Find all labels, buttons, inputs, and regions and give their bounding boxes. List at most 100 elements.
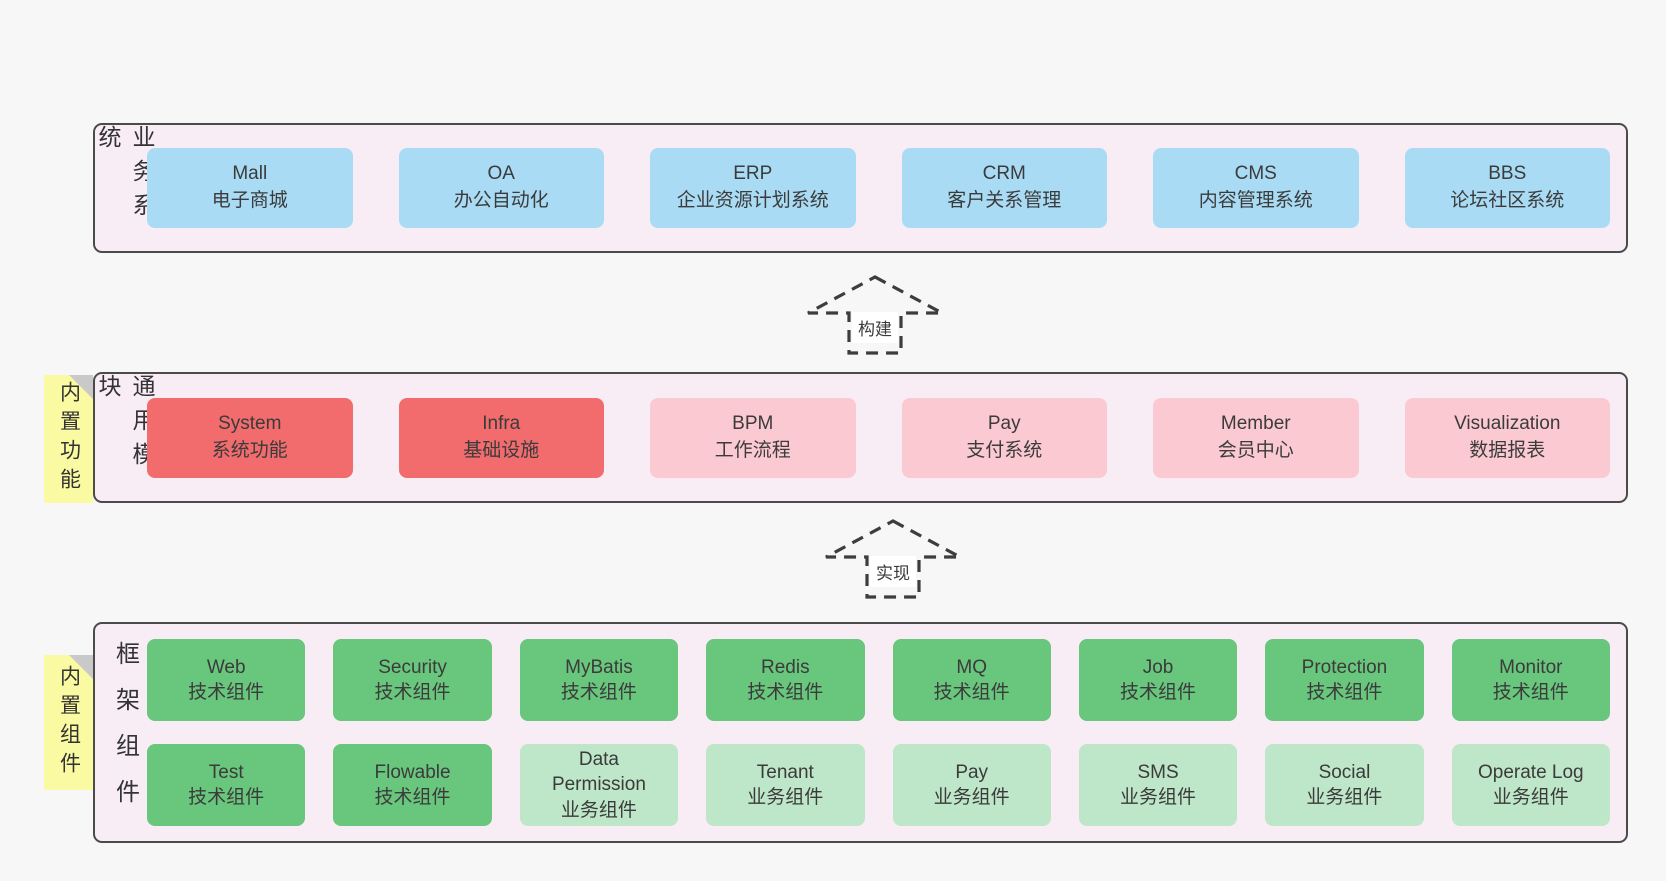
component-desc: 业务组件 bbox=[933, 787, 1010, 808]
module-name: ERP bbox=[733, 163, 773, 185]
component-card-test: Test 技术组件 bbox=[147, 744, 306, 826]
component-name: Job bbox=[1142, 656, 1174, 678]
component-card-mybatis: MyBatis 技术组件 bbox=[519, 639, 679, 721]
component-desc: 技术组件 bbox=[1492, 682, 1569, 703]
component-card-data-permission: Data Permission 业务组件 bbox=[519, 744, 679, 826]
component-name: SMS bbox=[1137, 761, 1179, 783]
component-name: Web bbox=[206, 656, 246, 678]
module-card-oa: OA 办公自动化 bbox=[398, 148, 604, 228]
module-desc: 论坛社区系统 bbox=[1450, 190, 1565, 211]
module-card-pay: Pay 支付系统 bbox=[901, 397, 1107, 478]
module-desc: 支付系统 bbox=[966, 439, 1043, 461]
component-card-protection: Protection 技术组件 bbox=[1265, 639, 1424, 721]
component-desc: 技术组件 bbox=[374, 787, 451, 808]
component-card-tenant: Tenant 业务组件 bbox=[706, 744, 865, 826]
component-desc: 业务组件 bbox=[1492, 787, 1569, 808]
component-name: Tenant bbox=[756, 761, 814, 783]
tag-label: 内置组件 bbox=[57, 664, 81, 781]
module-desc: 电子商城 bbox=[211, 190, 288, 211]
arrow-build-label: 构建 bbox=[852, 312, 898, 343]
component-name: MQ bbox=[956, 656, 987, 678]
component-desc: 业务组件 bbox=[560, 799, 637, 821]
component-card-mq: MQ 技术组件 bbox=[892, 639, 1051, 721]
section-modules-label: 通用模块 bbox=[95, 374, 155, 501]
component-desc: 技术组件 bbox=[1306, 682, 1383, 703]
component-card-social: Social 业务组件 bbox=[1265, 744, 1424, 826]
component-card-operate-log: Operate Log 业务组件 bbox=[1451, 744, 1610, 826]
component-desc: 技术组件 bbox=[933, 682, 1010, 703]
section-common-modules: 通用模块 System 系统功能 Infra 基础设施 BPM 工作流程 Pay… bbox=[93, 372, 1628, 503]
module-name: Pay bbox=[987, 412, 1021, 434]
arrow-build: 构建 bbox=[805, 274, 945, 356]
module-desc: 会员中心 bbox=[1217, 439, 1294, 461]
arrow-implement: 实现 bbox=[823, 518, 963, 600]
module-card-infra: Infra 基础设施 bbox=[398, 397, 604, 478]
module-name: Visualization bbox=[1454, 412, 1561, 434]
module-desc: 工作流程 bbox=[714, 439, 791, 461]
component-desc: 技术组件 bbox=[374, 682, 451, 703]
component-name: Redis bbox=[761, 656, 810, 678]
module-name: Mall bbox=[232, 163, 268, 185]
module-name: Infra bbox=[482, 412, 521, 434]
module-name: OA bbox=[487, 163, 515, 185]
component-desc: 业务组件 bbox=[1120, 787, 1197, 808]
vertical-label: 框架组件 bbox=[111, 640, 139, 825]
dashed-up-arrow-icon bbox=[825, 519, 961, 599]
component-name: MyBatis bbox=[565, 656, 633, 678]
component-card-sms: SMS 业务组件 bbox=[1078, 744, 1238, 826]
module-name: BPM bbox=[732, 412, 774, 434]
module-desc: 办公自动化 bbox=[453, 190, 549, 211]
tag-label: 内置功能 bbox=[57, 381, 81, 497]
section-framework-label: 框架组件 bbox=[103, 624, 147, 841]
section-business-label: 业务系统 bbox=[95, 125, 155, 251]
module-desc: 数据报表 bbox=[1469, 439, 1546, 461]
module-desc: 系统功能 bbox=[211, 439, 288, 461]
module-card-visualization: Visualization 数据报表 bbox=[1404, 397, 1610, 478]
tag-built-in-components: 内置组件 bbox=[44, 655, 93, 790]
modules-boxes-grid: System 系统功能 Infra 基础设施 BPM 工作流程 Pay 支付系统… bbox=[147, 374, 1610, 501]
dashed-up-arrow-icon bbox=[807, 275, 943, 355]
component-desc: 技术组件 bbox=[560, 682, 637, 703]
component-desc: 技术组件 bbox=[747, 682, 824, 703]
section-framework-components: 框架组件 Web 技术组件 Security 技术组件 MyBatis 技术组件… bbox=[93, 622, 1628, 843]
arrow-implement-label: 实现 bbox=[870, 556, 916, 587]
module-card-system: System 系统功能 bbox=[147, 397, 353, 478]
framework-boxes-grid: Web 技术组件 Security 技术组件 MyBatis 技术组件 Redi… bbox=[147, 624, 1610, 841]
module-desc: 客户关系管理 bbox=[947, 190, 1062, 211]
component-desc: 技术组件 bbox=[188, 682, 265, 703]
module-card-bpm: BPM 工作流程 bbox=[650, 397, 856, 478]
section-business-systems: 业务系统 Mall 电子商城 OA 办公自动化 ERP 企业资源计划系统 CRM… bbox=[93, 123, 1628, 253]
component-desc: 业务组件 bbox=[747, 787, 824, 808]
module-desc: 企业资源计划系统 bbox=[676, 190, 829, 211]
component-name: Operate Log bbox=[1477, 761, 1584, 783]
module-card-crm: CRM 客户关系管理 bbox=[901, 148, 1107, 228]
component-card-pay: Pay 业务组件 bbox=[892, 744, 1051, 826]
component-desc: 技术组件 bbox=[188, 787, 265, 808]
component-name: Test bbox=[208, 761, 244, 783]
component-card-monitor: Monitor 技术组件 bbox=[1451, 639, 1610, 721]
module-name: CMS bbox=[1234, 163, 1277, 185]
component-card-web: Web 技术组件 bbox=[147, 639, 306, 721]
module-name: Member bbox=[1220, 412, 1291, 434]
component-name: Social bbox=[1318, 761, 1371, 783]
module-name: BBS bbox=[1488, 163, 1527, 185]
folded-corner-icon bbox=[69, 375, 93, 399]
module-card-bbs: BBS 论坛社区系统 bbox=[1404, 148, 1610, 228]
component-card-redis: Redis 技术组件 bbox=[706, 639, 865, 721]
module-desc: 内容管理系统 bbox=[1198, 190, 1313, 211]
component-desc: 业务组件 bbox=[1306, 787, 1383, 808]
tag-built-in-features: 内置功能 bbox=[44, 375, 93, 503]
module-card-cms: CMS 内容管理系统 bbox=[1153, 148, 1359, 228]
component-card-security: Security 技术组件 bbox=[333, 639, 492, 721]
module-name: System bbox=[218, 412, 282, 434]
module-desc: 基础设施 bbox=[463, 439, 540, 461]
module-card-member: Member 会员中心 bbox=[1153, 397, 1359, 478]
component-name: Protection bbox=[1301, 656, 1388, 678]
component-name: Flowable bbox=[374, 761, 451, 783]
component-name: Monitor bbox=[1499, 656, 1563, 678]
component-desc: 技术组件 bbox=[1120, 682, 1197, 703]
business-boxes-grid: Mall 电子商城 OA 办公自动化 ERP 企业资源计划系统 CRM 客户关系… bbox=[147, 125, 1610, 251]
component-name: Pay bbox=[955, 761, 989, 783]
component-card-job: Job 技术组件 bbox=[1078, 639, 1238, 721]
